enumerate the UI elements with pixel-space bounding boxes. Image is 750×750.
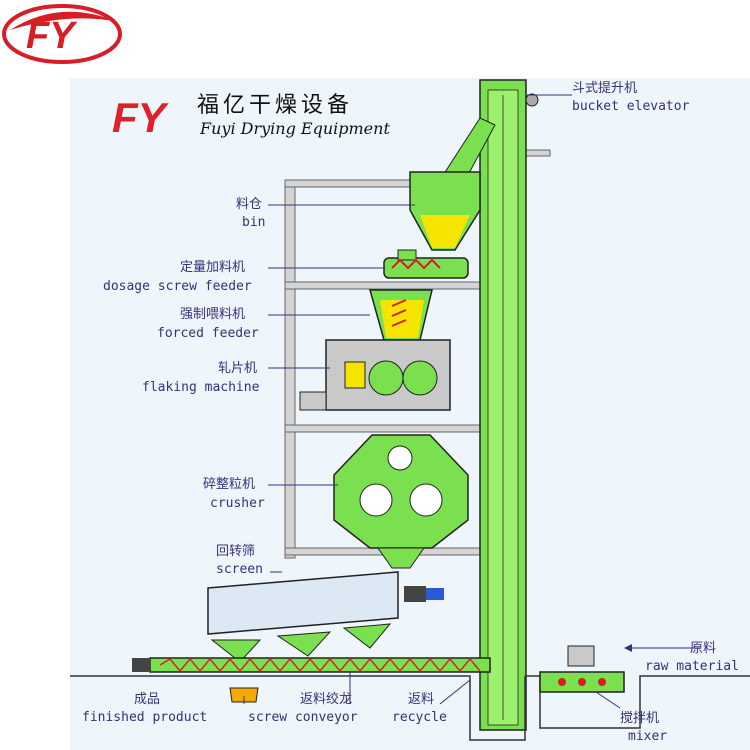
crusher: [333, 434, 469, 569]
svg-text:flaking machine: flaking machine: [142, 380, 260, 395]
elevator-head-pulley: [525, 93, 539, 107]
svg-text:crusher: crusher: [210, 496, 265, 511]
svg-text:料仓: 料仓: [236, 197, 262, 212]
flaking-machine: [299, 339, 451, 411]
label-flaking-machine: 轧片机 flaking machine: [142, 361, 260, 395]
svg-text:mixer: mixer: [628, 729, 667, 744]
label-recycle: 返料 recycle: [392, 692, 447, 725]
svg-text:forced feeder: forced feeder: [157, 326, 259, 341]
rotary-screen: [207, 571, 444, 663]
finished-product-tray: [229, 687, 259, 703]
logo-text: FY: [26, 15, 78, 57]
svg-text:bin: bin: [242, 215, 265, 230]
company-logo: FY: [2, 4, 122, 64]
svg-text:recycle: recycle: [392, 710, 447, 725]
svg-text:原料: 原料: [690, 641, 716, 656]
label-dosage-screw-feeder: 定量加料机 dosage screw feeder: [103, 260, 252, 294]
svg-text:返料: 返料: [408, 692, 434, 707]
ground-line: [70, 675, 750, 741]
brand-name-cn: 福亿干燥设备: [197, 93, 353, 118]
brand-mark: FY: [112, 94, 170, 141]
svg-text:返料绞龙: 返料绞龙: [300, 691, 352, 707]
label-bin: 料仓 bin: [236, 197, 265, 230]
label-screw-conveyor: 返料绞龙 screw conveyor: [248, 691, 358, 725]
svg-text:碎整粒机: 碎整粒机: [203, 477, 255, 492]
svg-text:bucket elevator: bucket elevator: [572, 99, 690, 114]
label-finished-product: 成品 finished product: [82, 692, 207, 725]
label-bucket-elevator: 斗式提升机 bucket elevator: [572, 80, 690, 114]
svg-text:screen: screen: [216, 562, 263, 577]
label-forced-feeder: 强制喂料机 forced feeder: [157, 307, 259, 341]
forced-feeder: [369, 289, 433, 341]
label-crusher: 碎整粒机 crusher: [203, 477, 265, 511]
svg-text:搅拌机: 搅拌机: [620, 710, 659, 726]
brand-header: FY 福亿干燥设备 Fuyi Drying Equipment: [112, 93, 390, 141]
brand-name-en: Fuyi Drying Equipment: [199, 119, 390, 138]
svg-text:回转筛: 回转筛: [216, 544, 255, 559]
svg-text:dosage screw feeder: dosage screw feeder: [103, 279, 252, 294]
label-mixer: 搅拌机 mixer: [620, 710, 667, 744]
label-raw-material: 原料 raw material: [645, 641, 739, 674]
bucket-elevator: [439, 79, 539, 731]
leader-lines: [243, 94, 700, 709]
svg-text:成品: 成品: [134, 692, 160, 707]
svg-text:强制喂料机: 强制喂料机: [180, 307, 245, 322]
svg-text:screw conveyor: screw conveyor: [248, 710, 358, 725]
svg-text:finished product: finished product: [82, 710, 207, 725]
dosage-screw-feeder: [383, 249, 469, 279]
screw-conveyor: [132, 657, 491, 673]
mixer: [539, 645, 625, 693]
svg-text:轧片机: 轧片机: [218, 361, 257, 376]
label-screen: 回转筛 screen: [216, 544, 263, 577]
svg-text:定量加料机: 定量加料机: [180, 260, 245, 275]
svg-text:斗式提升机: 斗式提升机: [572, 80, 637, 96]
svg-text:raw material: raw material: [645, 659, 739, 674]
bin: [409, 171, 481, 251]
